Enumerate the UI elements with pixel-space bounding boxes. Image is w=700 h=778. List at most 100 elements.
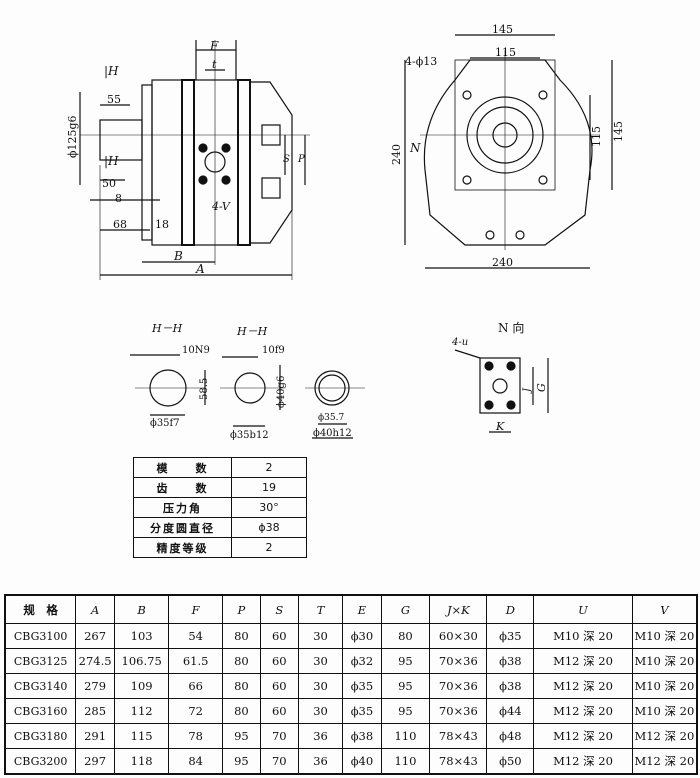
dim-dia-125: ϕ125g6 <box>66 115 79 158</box>
column-header: D <box>486 594 535 624</box>
table-cell: 36 <box>297 723 344 749</box>
section-spline-hub: ϕ35.7 ϕ40h12 <box>305 370 365 439</box>
table-cell: 109 <box>113 673 170 699</box>
table-cell: 279 <box>75 673 115 699</box>
table-cell: ϕ30 <box>342 623 382 649</box>
dim-G: G <box>535 383 548 392</box>
param-label: 齿 数 <box>133 477 232 498</box>
label-4-u: 4-u <box>451 337 468 348</box>
dim-dia: ϕ35f7 <box>150 418 180 429</box>
dim-A: A <box>195 262 205 276</box>
dim-P: P <box>297 154 305 165</box>
dim-68: 68 <box>113 218 127 231</box>
front-view: F t |H |H 55 ϕ125g6 50 8 68 18 B A S P 4… <box>66 39 310 280</box>
column-header: B <box>113 594 170 624</box>
table-cell: 60 <box>259 623 299 649</box>
table-cell: 66 <box>168 673 223 699</box>
param-label: 压力角 <box>133 497 232 518</box>
dim-115-right: 115 <box>590 126 603 147</box>
table-cell: 60 <box>259 648 299 674</box>
table-cell: M10 深 20 <box>631 698 698 724</box>
param-value: 2 <box>231 457 307 478</box>
table-cell: M12 深 20 <box>631 723 698 749</box>
dim-dia-inner: ϕ35.7 <box>318 413 344 423</box>
table-cell: 95 <box>380 648 431 674</box>
table-cell: 103 <box>113 623 170 649</box>
section-title: H－H <box>151 322 183 335</box>
dim-F: F <box>209 39 219 53</box>
table-cell: ϕ32 <box>342 648 382 674</box>
table-cell: M10 深 20 <box>631 648 698 674</box>
param-value: ϕ38 <box>231 517 307 538</box>
dim-t: t <box>212 58 217 71</box>
dim-18: 18 <box>155 218 169 231</box>
table-cell: ϕ35 <box>486 623 535 649</box>
table-cell: CBG3160 <box>4 698 77 724</box>
table-cell: 30 <box>297 623 344 649</box>
column-header: T <box>297 594 344 624</box>
table-cell: 60 <box>259 698 299 724</box>
dim-key: 10f9 <box>262 345 285 356</box>
table-cell: 112 <box>113 698 170 724</box>
dim-115-top: 115 <box>495 46 516 59</box>
table-cell: 285 <box>75 698 115 724</box>
dim-8: 8 <box>115 192 122 205</box>
view-N-arrow: N <box>409 141 421 155</box>
dim-dia-outer: ϕ40h12 <box>313 428 352 439</box>
column-header: J×K <box>429 594 488 624</box>
n-view: N 向 4-u J G K <box>451 320 549 433</box>
dim-S: S <box>283 154 290 165</box>
table-cell: M12 深 20 <box>533 698 633 724</box>
table-cell: 70×36 <box>429 698 488 724</box>
table-cell: M10 深 20 <box>533 623 633 649</box>
dim-145-right: 145 <box>612 121 625 142</box>
table-cell: 54 <box>168 623 223 649</box>
table-cell: ϕ35 <box>342 698 382 724</box>
dim-240-bottom: 240 <box>492 256 513 269</box>
table-cell: 115 <box>113 723 170 749</box>
param-value: 30° <box>231 497 307 518</box>
table-cell: CBG3100 <box>4 623 77 649</box>
column-header: V <box>631 594 698 624</box>
dim-145-top: 145 <box>492 23 513 36</box>
table-cell: 80 <box>221 673 261 699</box>
column-header: S <box>259 594 299 624</box>
table-cell: 80 <box>221 623 261 649</box>
dim-dia-outer: ϕ40g6 <box>276 376 287 408</box>
table-cell: CBG3125 <box>4 648 77 674</box>
table-cell: 110 <box>380 748 431 775</box>
table-cell: 78×43 <box>429 748 488 775</box>
table-cell: M12 深 20 <box>533 748 633 775</box>
section-mark-top: |H <box>104 64 119 78</box>
table-cell: 70×36 <box>429 648 488 674</box>
table-cell: M12 深 20 <box>631 748 698 775</box>
param-value: 2 <box>231 537 307 558</box>
table-cell: 106.75 <box>113 648 170 674</box>
table-cell: 274.5 <box>75 648 115 674</box>
table-cell: M10 深 20 <box>631 623 698 649</box>
table-cell: 110 <box>380 723 431 749</box>
engineering-drawing: F t |H |H 55 ϕ125g6 50 8 68 18 B A S P 4… <box>66 23 625 441</box>
label-holes-13: 4-ϕ13 <box>405 55 437 68</box>
table-cell: 95 <box>380 673 431 699</box>
table-cell: 95 <box>380 698 431 724</box>
dim-dia: ϕ35b12 <box>230 430 269 441</box>
table-cell: 70×36 <box>429 673 488 699</box>
table-cell: ϕ38 <box>342 723 382 749</box>
table-cell: ϕ38 <box>486 673 535 699</box>
table-cell: CBG3140 <box>4 673 77 699</box>
table-cell: 70 <box>259 748 299 775</box>
side-view: 145 115 4-ϕ13 N 240 115 145 240 <box>390 23 625 269</box>
dim-55: 55 <box>107 93 121 106</box>
dim-B: B <box>173 249 183 263</box>
table-cell: 297 <box>75 748 115 775</box>
table-cell: 80 <box>221 698 261 724</box>
param-value: 19 <box>231 477 307 498</box>
